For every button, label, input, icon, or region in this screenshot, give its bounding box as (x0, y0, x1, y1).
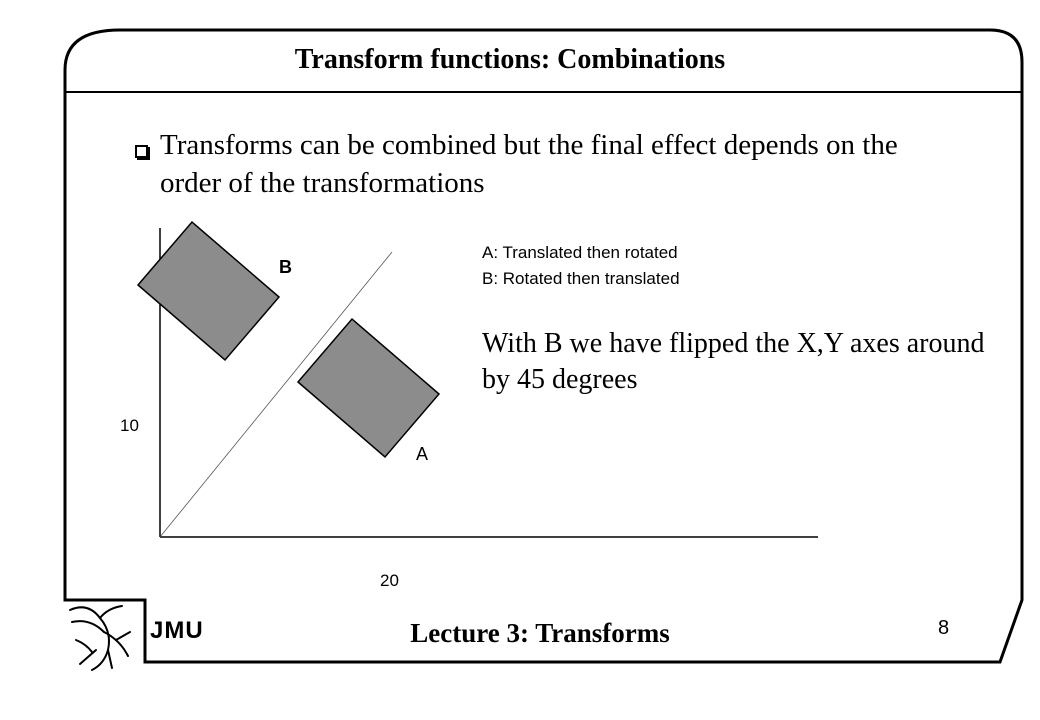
label-b: B (279, 257, 292, 277)
bullet-text: Transforms can be combined but the final… (160, 129, 898, 199)
rotated-axis-45 (159, 251, 393, 538)
slide-title: Transform functions: Combinations (294, 44, 726, 75)
y-tick-label: 10 (120, 416, 139, 435)
x-tick-label: 20 (380, 571, 399, 590)
square-b (136, 220, 281, 362)
jmu-logo-text: JMU (150, 617, 204, 644)
label-a: A (416, 444, 429, 464)
square-a (296, 317, 441, 459)
checkbox-bullet-icon (135, 145, 148, 158)
legend: A: Translated then rotated B: Rotated th… (482, 240, 680, 292)
legend-b: B: Rotated then translated (482, 269, 680, 288)
note-text: With B we have flipped the X,Y axes arou… (482, 328, 985, 395)
page-number: 8 (938, 617, 950, 639)
lecture-title: Lecture 3: Transforms (410, 618, 670, 648)
legend-a: A: Translated then rotated (482, 243, 678, 262)
